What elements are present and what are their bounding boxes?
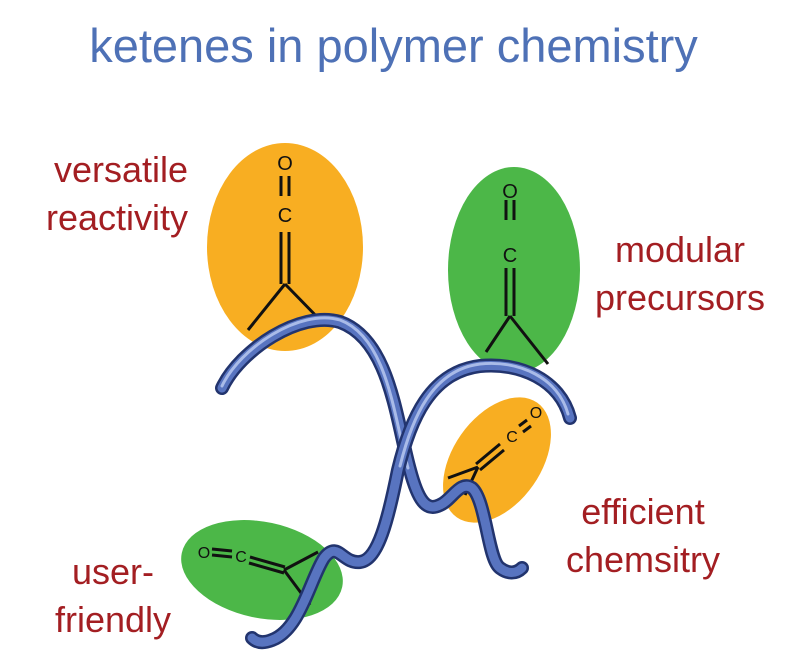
oxygen-atom: O — [502, 181, 518, 203]
label-line: user- — [71, 551, 155, 592]
carbon-atom: C — [278, 205, 292, 227]
page-title: ketenes in polymer chemistry — [89, 19, 698, 72]
carbon-atom: C — [506, 429, 518, 446]
polymer-chain — [215, 312, 577, 650]
label-line: efficient — [581, 491, 705, 532]
label-line: versatile — [53, 149, 188, 190]
label-user-friendly: user- friendly — [38, 548, 188, 644]
orange-ellipse-right — [443, 397, 551, 523]
label-line: chemsitry — [565, 539, 721, 580]
oxygen-atom: O — [277, 153, 293, 175]
label-line: reactivity — [45, 197, 188, 238]
label-efficient-chemistry: efficient chemsitry — [548, 488, 738, 584]
oxygen-atom: O — [198, 545, 210, 562]
ketene-structure-3 — [447, 418, 532, 496]
ketene-structure-4 — [211, 547, 319, 606]
label-line: friendly — [54, 599, 172, 640]
carbon-atom: C — [503, 245, 517, 267]
orange-ellipse-top-left — [207, 143, 363, 351]
label-line: modular — [614, 229, 746, 270]
label-line: precursors — [594, 277, 766, 318]
label-modular-precursors: modular precursors — [580, 226, 780, 322]
ketene-structure-2 — [484, 200, 550, 365]
label-versatile-reactivity: versatile reactivity — [12, 146, 188, 242]
carbon-atom: C — [235, 549, 247, 566]
oxygen-atom: O — [530, 405, 542, 422]
